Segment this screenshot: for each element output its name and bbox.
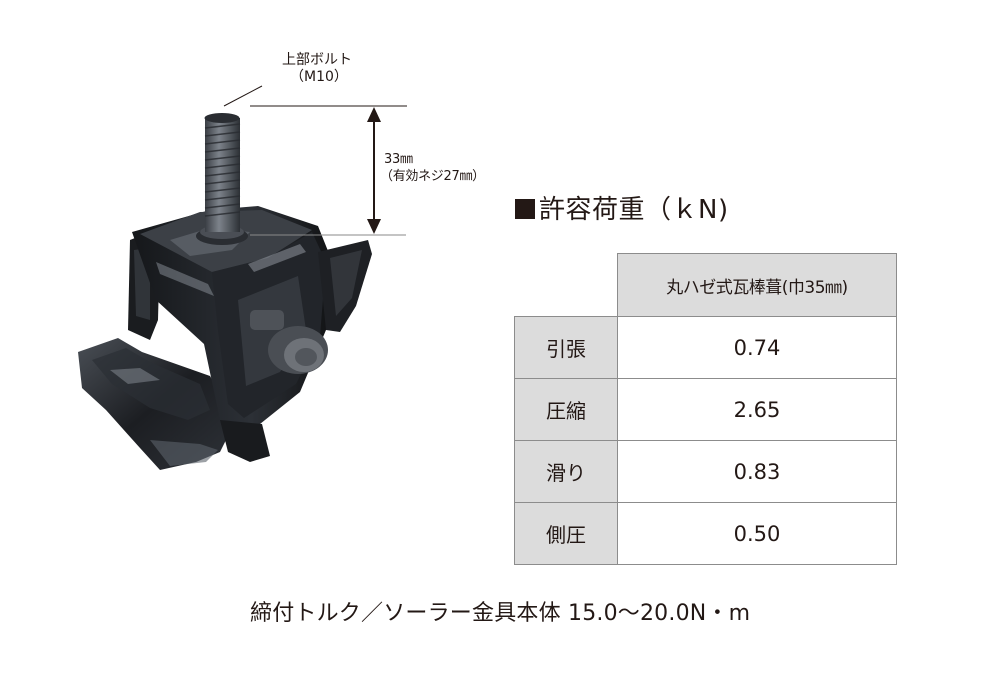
- bolt-callout: 上部ボルト （M10）: [282, 52, 352, 86]
- load-table-title-text: 許容荷重（ｋN): [539, 195, 729, 225]
- bracket-right-wing: [318, 240, 372, 332]
- table-cell-value: 2.65: [617, 378, 897, 441]
- table-corner-cell: [515, 254, 618, 317]
- table-row-label: 滑り: [514, 440, 618, 503]
- threaded-bolt: [204, 113, 241, 232]
- table-row: 滑り 0.83: [514, 440, 897, 503]
- table-cell-value: 0.74: [617, 316, 897, 379]
- bolt-leader-line: [223, 85, 263, 107]
- table-column-header: 丸ハゼ式瓦棒葺(巾35㎜): [617, 253, 897, 317]
- dimension-note: （有効ネジ27㎜）: [380, 169, 485, 184]
- dimension-length: 33㎜: [384, 152, 413, 167]
- table-cell-value: 0.83: [617, 440, 897, 503]
- torque-note: 締付トルク／ソーラー金具本体 15.0〜20.0N・m: [250, 601, 751, 626]
- table-row-label: 側圧: [514, 502, 618, 565]
- dimension-arrow-up-icon: [367, 107, 381, 122]
- table-row-label: 引張: [514, 316, 618, 379]
- table-row: 引張 0.74: [514, 316, 897, 379]
- dimension-callout: 33㎜ （有効ネジ27㎜）: [380, 151, 485, 185]
- load-table-title: 許容荷重（ｋN): [515, 194, 729, 226]
- table-cell-value: 0.50: [617, 502, 897, 565]
- bracket-base-plate: [78, 338, 236, 470]
- table-row-label: 圧縮: [514, 378, 618, 441]
- table-header-row: 丸ハゼ式瓦棒葺(巾35㎜): [515, 253, 897, 317]
- side-screw-head: [250, 310, 328, 374]
- table-row: 圧縮 2.65: [514, 378, 897, 441]
- table-row: 側圧 0.50: [514, 502, 897, 565]
- square-bullet-icon: [515, 199, 535, 219]
- bolt-label: 上部ボルト: [282, 52, 352, 68]
- bracket-front-plate: [220, 420, 270, 462]
- dimension-arrow-down-icon: [367, 219, 381, 234]
- load-table: 丸ハゼ式瓦棒葺(巾35㎜) 引張 0.74 圧縮 2.65 滑り 0.83 側圧…: [514, 253, 897, 565]
- bolt-size: （M10）: [290, 69, 348, 85]
